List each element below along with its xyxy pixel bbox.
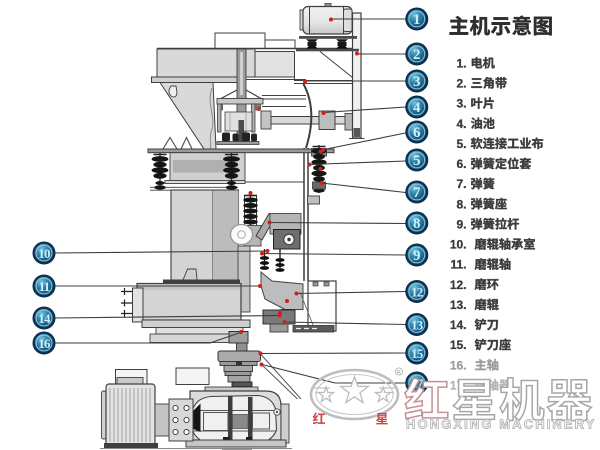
svg-text:5.: 5. (456, 137, 466, 151)
svg-text:HONGXING MACHINERY: HONGXING MACHINERY (406, 417, 596, 432)
svg-text:9: 9 (413, 248, 421, 264)
svg-text:14.: 14. (450, 318, 467, 332)
svg-text:9.: 9. (456, 217, 466, 231)
svg-text:14: 14 (38, 311, 51, 326)
svg-text:7.: 7. (456, 177, 466, 191)
svg-text:3: 3 (413, 74, 421, 90)
svg-text:7: 7 (413, 185, 421, 201)
svg-text:5: 5 (413, 153, 421, 169)
svg-text:4: 4 (413, 100, 421, 116)
svg-text:13.: 13. (450, 298, 467, 312)
svg-text:11.: 11. (450, 258, 466, 272)
svg-text:2: 2 (413, 47, 421, 63)
svg-text:13: 13 (411, 318, 424, 333)
svg-text:15.: 15. (450, 338, 467, 352)
svg-text:16: 16 (38, 336, 51, 351)
svg-text:1.: 1. (456, 56, 466, 70)
svg-text:6: 6 (413, 125, 421, 141)
svg-text:11: 11 (39, 279, 50, 294)
svg-text:8.: 8. (456, 197, 466, 211)
svg-text:10.: 10. (450, 238, 467, 252)
svg-text:10: 10 (38, 246, 50, 261)
svg-text:6.: 6. (456, 157, 466, 171)
svg-text:12.: 12. (450, 278, 467, 292)
svg-text:4.: 4. (456, 117, 466, 131)
svg-text:16.: 16. (450, 358, 467, 372)
svg-text:1: 1 (413, 12, 421, 28)
svg-text:3.: 3. (456, 97, 466, 111)
svg-text:15: 15 (411, 346, 424, 361)
svg-text:12: 12 (411, 285, 423, 300)
svg-text:8: 8 (413, 216, 421, 232)
svg-text:R: R (397, 370, 401, 376)
svg-text:2.: 2. (456, 77, 466, 91)
